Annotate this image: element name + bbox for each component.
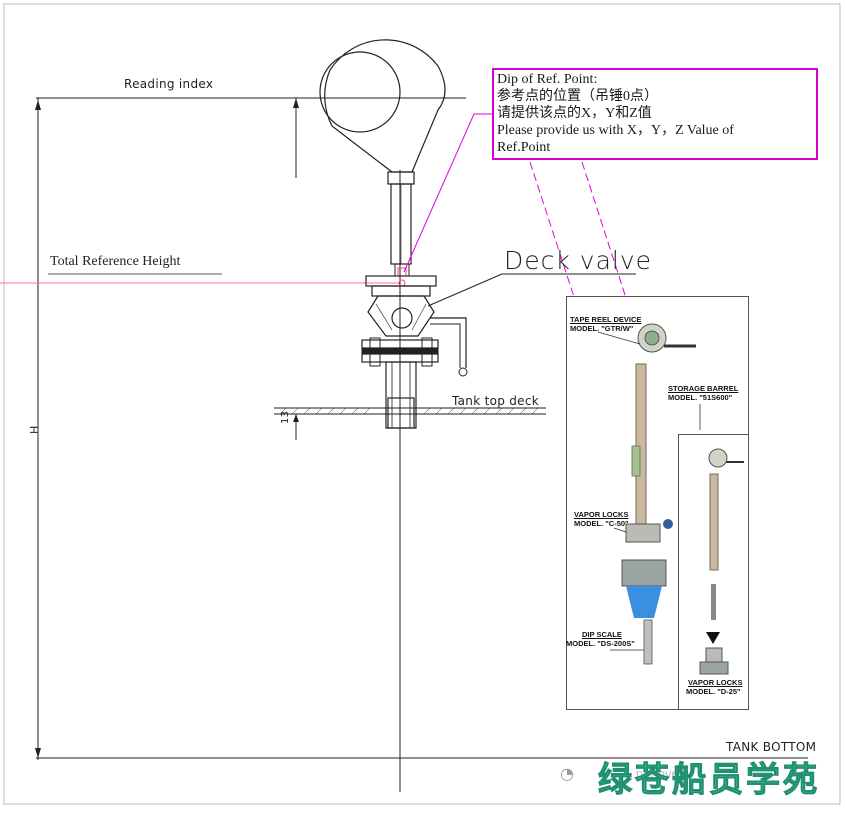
gasket bbox=[361, 347, 439, 355]
dim-13-arrow bbox=[293, 414, 299, 422]
callout-line-2: 参考点的位置（吊锤0点） bbox=[497, 89, 658, 104]
standpipe bbox=[385, 361, 417, 429]
watermark-logo: 绿苍船员学苑 bbox=[598, 760, 820, 801]
ref-point-callout: Dip of Ref. Point: 参考点的位置（吊锤0点） 请提供该点的X，… bbox=[492, 68, 818, 160]
hatch-3 bbox=[411, 303, 427, 331]
vapor-locks-c50-label: VAPOR LOCKS MODEL. "C-50" bbox=[574, 510, 629, 528]
bolt-right bbox=[421, 337, 433, 367]
tank-bottom-label: TANK BOTTOM bbox=[726, 740, 817, 754]
dimension-13-label: 13 bbox=[280, 410, 291, 424]
vapor-locks-d25-label: VAPOR LOCKS MODEL. "D-25" bbox=[686, 678, 743, 696]
valve-ball bbox=[391, 307, 413, 329]
callout-line-1: Dip of Ref. Point: bbox=[497, 72, 598, 87]
callout-line-3: 请提供该点的X，Y和Z值 bbox=[497, 106, 652, 121]
valve-handle-inner bbox=[430, 323, 461, 368]
callout-line-4: Please provide us with X，Y，Z Value of bbox=[497, 123, 734, 138]
h-arrow-top bbox=[35, 100, 41, 110]
h-arrow-bottom bbox=[35, 748, 41, 758]
deck-valve-leader bbox=[427, 273, 503, 307]
wechat-icon: ◔ bbox=[560, 764, 574, 783]
deck-hatch bbox=[279, 407, 539, 415]
deck-collar bbox=[387, 397, 415, 429]
callout-leader bbox=[403, 113, 475, 273]
gauge-head-outline bbox=[324, 39, 446, 173]
handle-knob bbox=[458, 367, 468, 377]
storage-barrel-label: STORAGE BARREL MODEL. "51S600" bbox=[668, 384, 739, 402]
tape-reel-label: TAPE REEL DEVICE MODEL. "GTR/W" bbox=[570, 315, 642, 333]
valve-handle bbox=[430, 317, 467, 368]
hatch-2 bbox=[375, 303, 393, 331]
outer-frame bbox=[3, 3, 841, 805]
hatch-1 bbox=[367, 311, 387, 337]
dimension-h-label: H bbox=[28, 425, 41, 434]
deck-valve-label: Deck valve bbox=[504, 246, 653, 275]
product-photo-inset bbox=[678, 434, 749, 710]
standpipe-inner bbox=[391, 361, 411, 429]
gauge-head-ring bbox=[319, 51, 401, 133]
watermark-sub: ppnovec bbox=[636, 766, 686, 781]
callout-line-5: Ref.Point bbox=[497, 140, 551, 155]
nut-top bbox=[387, 171, 415, 185]
flange-body bbox=[371, 285, 431, 297]
bolt-left bbox=[369, 337, 381, 367]
valve-body bbox=[367, 295, 435, 337]
reading-index-arrow bbox=[293, 98, 299, 108]
reading-index-label: Reading index bbox=[124, 77, 214, 91]
tank-top-deck-label: Tank top deck bbox=[452, 394, 539, 408]
total-reference-height-label: Total Reference Height bbox=[50, 254, 181, 269]
top-flange bbox=[365, 275, 437, 287]
dip-scale-label: DIP SCALE MODEL. "DS-200S" bbox=[566, 630, 635, 648]
